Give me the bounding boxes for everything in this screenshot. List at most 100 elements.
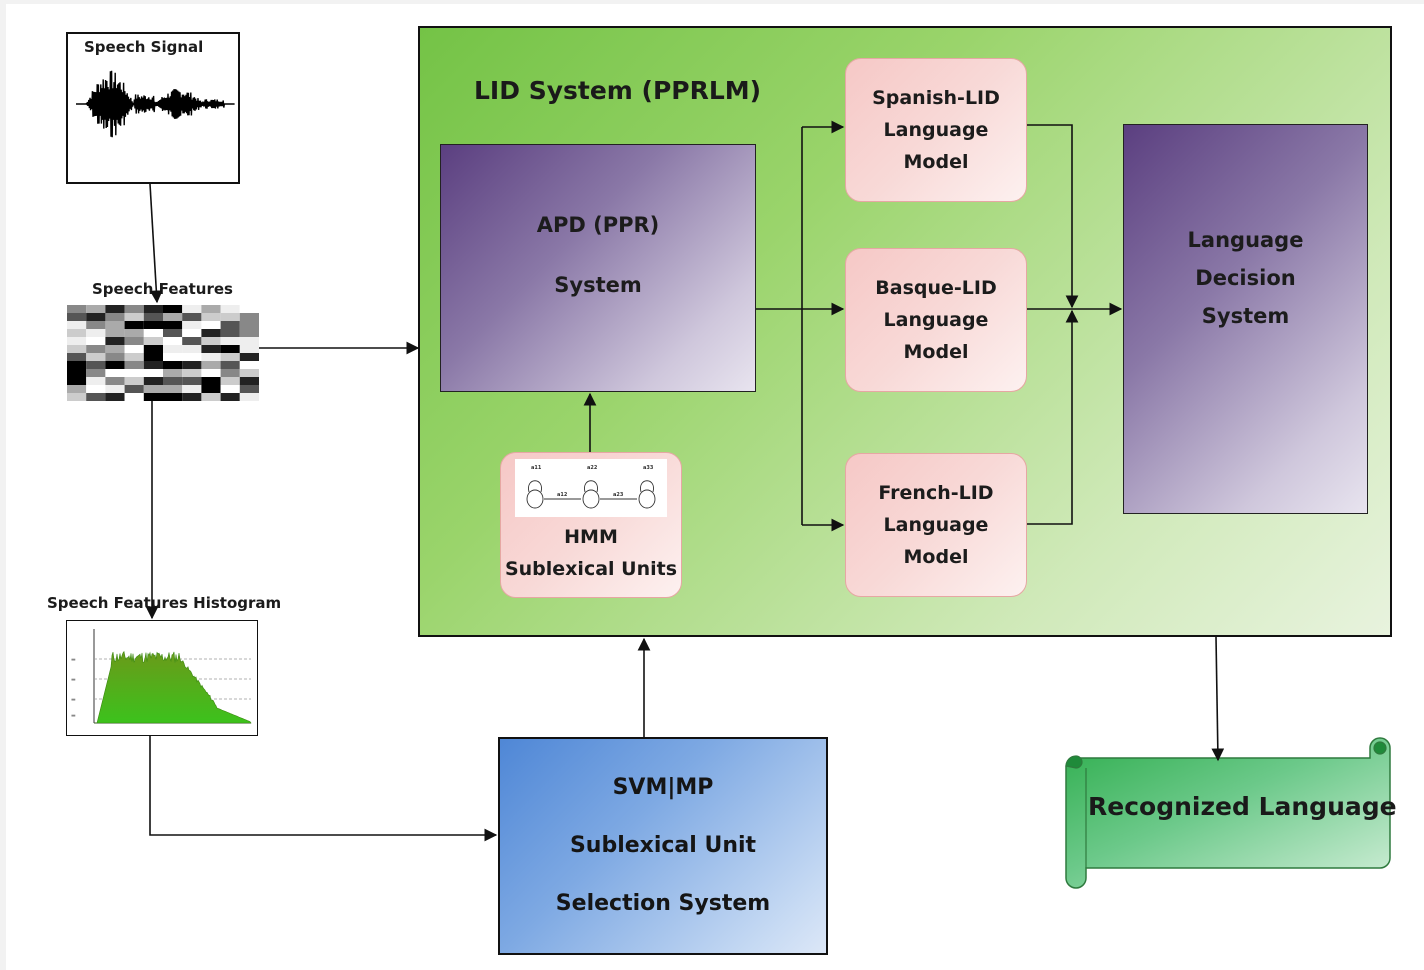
feature-cell — [182, 337, 202, 345]
feature-cell — [182, 369, 202, 377]
feature-cell — [124, 353, 144, 361]
feature-cell — [67, 385, 87, 393]
svg-text:a23: a23 — [613, 492, 624, 498]
feature-cell — [124, 345, 144, 353]
feature-cell — [239, 345, 259, 353]
feature-cell — [239, 337, 259, 345]
feature-cell — [201, 313, 221, 321]
feature-cell — [143, 369, 163, 377]
feature-cell — [124, 337, 144, 345]
french-line3: Model — [903, 546, 969, 568]
feature-cell — [163, 377, 183, 385]
speech-features-label: Speech Features — [92, 280, 233, 298]
waveform-icon — [76, 70, 235, 138]
speech-signal-label: Speech Signal — [84, 38, 204, 56]
feature-cell — [182, 361, 202, 369]
feature-cell — [67, 377, 87, 385]
feature-cell — [143, 361, 163, 369]
feature-cell — [86, 369, 106, 377]
feature-cell — [67, 305, 87, 313]
feature-cell — [239, 369, 259, 377]
feature-cell — [124, 361, 144, 369]
feature-cell — [124, 369, 144, 377]
recognized-language-scroll — [1065, 737, 1391, 889]
svm-mp-selection-system-box: SVM|MP Sublexical Unit Selection System — [498, 737, 828, 955]
feature-cell — [201, 369, 221, 377]
feature-cell — [239, 329, 259, 337]
language-decision-system-box: Language Decision System — [1123, 124, 1368, 514]
feature-cell — [143, 345, 163, 353]
feature-cell — [67, 313, 87, 321]
feature-cell — [105, 377, 125, 385]
feature-cell — [124, 313, 144, 321]
feature-cell — [143, 393, 163, 401]
feature-cell — [105, 305, 125, 313]
feature-cell — [105, 393, 125, 401]
svg-text:a12: a12 — [557, 492, 568, 498]
feature-cell — [239, 385, 259, 393]
feature-cell — [163, 345, 183, 353]
feature-cell — [105, 313, 125, 321]
apd-system-box: APD (PPR) System — [440, 144, 756, 392]
basque-line1: Basque-LID — [875, 277, 997, 299]
feature-cell — [86, 313, 106, 321]
spanish-lid-language-model-box: Spanish-LID Language Model — [845, 58, 1027, 202]
feature-cell — [143, 321, 163, 329]
histogram-label: Speech Features Histogram — [47, 594, 282, 612]
feature-cell — [201, 305, 221, 313]
feature-cell — [124, 329, 144, 337]
feature-cell — [239, 305, 259, 313]
feature-cell — [220, 361, 240, 369]
feature-cell — [201, 345, 221, 353]
feature-cell — [163, 361, 183, 369]
feature-cell — [182, 305, 202, 313]
svg-text:▬: ▬ — [71, 697, 76, 703]
feature-cell — [143, 353, 163, 361]
feature-cell — [239, 361, 259, 369]
feature-cell — [86, 377, 106, 385]
svg-text:a22: a22 — [587, 465, 598, 471]
feature-cell — [201, 393, 221, 401]
feature-cell — [67, 337, 87, 345]
feature-cell — [163, 369, 183, 377]
svg-text:▬: ▬ — [71, 657, 76, 663]
feature-cell — [239, 377, 259, 385]
feature-cell — [143, 377, 163, 385]
feature-cell — [201, 329, 221, 337]
svm-line2: Sublexical Unit — [569, 833, 757, 858]
basque-line3: Model — [903, 341, 969, 363]
feature-cell — [201, 353, 221, 361]
feature-cell — [67, 361, 87, 369]
feature-cell — [105, 321, 125, 329]
feature-cell — [201, 361, 221, 369]
feature-cell — [163, 385, 183, 393]
apd-line1: APD (PPR) — [536, 213, 660, 237]
feature-cell — [86, 337, 106, 345]
feature-cell — [67, 353, 87, 361]
feature-cell — [86, 345, 106, 353]
feature-cell — [124, 305, 144, 313]
feature-cell — [182, 321, 202, 329]
recognized-language-label: Recognized Language — [1088, 792, 1397, 821]
feature-cell — [105, 329, 125, 337]
feature-cell — [143, 313, 163, 321]
feature-cell — [86, 305, 106, 313]
feature-cell — [201, 377, 221, 385]
apd-line2: System — [554, 273, 642, 297]
feature-cell — [220, 337, 240, 345]
spanish-line2: Language — [883, 119, 989, 141]
feature-cell — [220, 345, 240, 353]
feature-cell — [86, 321, 106, 329]
spanish-line1: Spanish-LID — [872, 87, 1000, 109]
feature-cell — [220, 393, 240, 401]
spanish-line3: Model — [903, 151, 969, 173]
decision-line2: Decision — [1195, 266, 1296, 290]
feature-cell — [124, 321, 144, 329]
svm-line3: Selection System — [555, 891, 771, 916]
feature-cell — [143, 337, 163, 345]
feature-cell — [67, 345, 87, 353]
feature-cell — [86, 329, 106, 337]
feature-cell — [86, 353, 106, 361]
french-line1: French-LID — [878, 482, 994, 504]
